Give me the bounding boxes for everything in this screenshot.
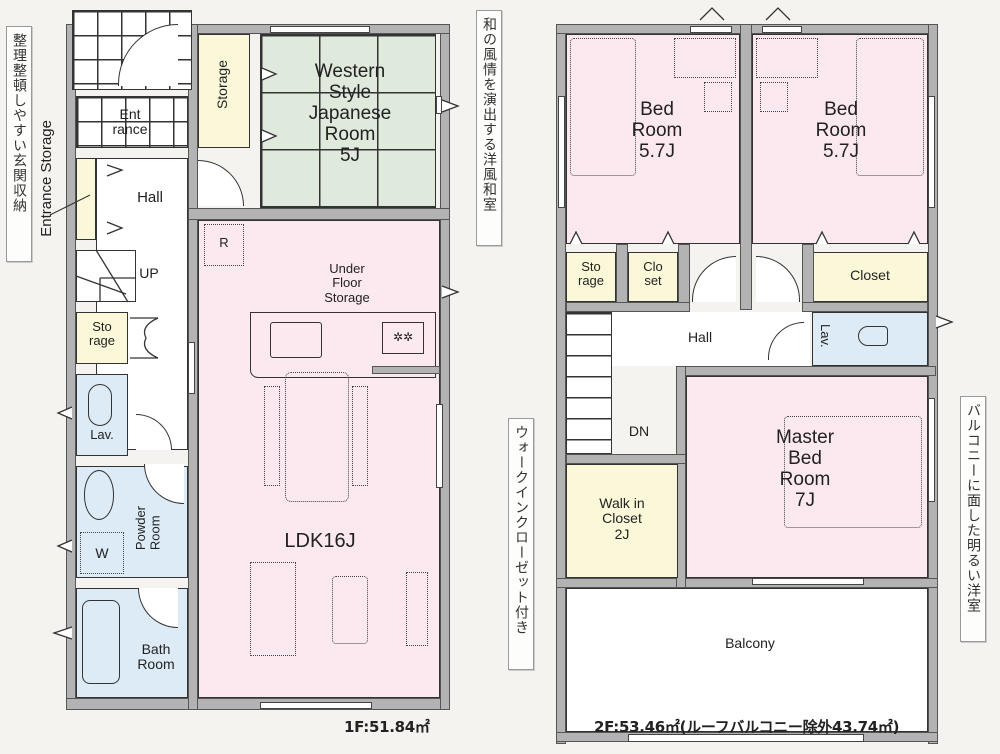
- window: [436, 96, 442, 114]
- master-bed-room: [686, 376, 928, 578]
- up-label: UP: [139, 265, 159, 281]
- lavatory-label: Lav.: [90, 427, 114, 442]
- bed: [784, 416, 922, 528]
- toilet-icon: [88, 384, 112, 426]
- floor-1-area: 1F:51.84㎡: [344, 718, 430, 736]
- entrance-storage: [76, 158, 96, 240]
- ldk-room: [198, 220, 440, 698]
- bed-room-2-label: Bed Room 5.7J: [815, 99, 867, 162]
- closet-small: [628, 252, 678, 302]
- bed-room-1-label: Bed Room 5.7J: [631, 99, 683, 162]
- sink-icon: [84, 470, 114, 520]
- wall: [556, 578, 938, 588]
- hall-2f-label: Hall: [687, 329, 713, 345]
- dining-chairs: [352, 386, 368, 486]
- entrance-storage-callout: 整理整頓しやすい玄関収納: [6, 26, 32, 262]
- balcony: [566, 588, 928, 732]
- lavatory-2f: [812, 312, 928, 366]
- bathtub-icon: [82, 600, 120, 684]
- window: [928, 96, 935, 208]
- master-bed-room-label: Master Bed Room 7J: [775, 427, 835, 511]
- western-japanese-room-label: Western Style Japanese Room 5J: [308, 61, 392, 166]
- storage-2f-label: Sto rage: [577, 259, 605, 289]
- refrigerator-label: R: [219, 235, 229, 250]
- wall: [676, 366, 936, 376]
- walk-in-closet-label: Walk in Closet 2J: [599, 495, 645, 542]
- desk: [674, 38, 736, 78]
- window: [188, 342, 195, 394]
- dining-table: [285, 372, 349, 502]
- japanese-room-callout: 和の風情を演出する洋風和室: [476, 10, 502, 246]
- storage-2f: [566, 252, 616, 302]
- window: [628, 734, 864, 742]
- entrance-floor: [76, 96, 188, 148]
- down-label: DN: [628, 423, 650, 439]
- kitchen-sink-icon: [270, 322, 322, 358]
- wall: [566, 454, 686, 464]
- wall: [188, 208, 450, 220]
- window: [928, 398, 935, 502]
- floor-2-area: 2F:53.46㎡(ルーフバルコニー除外43.74㎡): [594, 718, 900, 736]
- closet-small-label: Clo set: [643, 259, 663, 289]
- sofa: [250, 562, 296, 656]
- storage-top: [198, 34, 250, 148]
- wall: [740, 24, 752, 310]
- lavatory-2f-label: Lav.: [818, 324, 833, 348]
- chair: [760, 82, 788, 112]
- coffee-table: [332, 576, 368, 644]
- walk-in-closet-callout: ウォークインクローゼット付き: [508, 418, 534, 670]
- closet-label: Closet: [850, 267, 890, 283]
- wall: [802, 302, 928, 312]
- ldk-label: LDK16J: [284, 530, 356, 552]
- balcony-label: Balcony: [725, 635, 775, 651]
- bath-room-label: Bath Room: [137, 641, 175, 673]
- toilet-icon: [858, 326, 888, 346]
- hall-label: Hall: [137, 189, 163, 206]
- balcony-room-callout: バルコニーに面した明るい洋室: [960, 396, 986, 642]
- wall: [566, 302, 690, 312]
- window: [558, 96, 565, 208]
- storage-small-label: Sto rage: [88, 319, 116, 349]
- stairs-down[interactable]: [566, 312, 612, 454]
- under-floor-storage-label: Under Floor Storage: [324, 261, 370, 305]
- bed: [856, 38, 924, 176]
- bed-room-1: [566, 34, 740, 244]
- bed: [570, 38, 636, 176]
- chair: [704, 82, 732, 112]
- stove-icon: ✲✲: [382, 322, 424, 354]
- wall: [372, 366, 440, 374]
- wall: [928, 24, 938, 744]
- window: [752, 578, 864, 585]
- refrigerator-space: [204, 224, 244, 266]
- window: [690, 26, 732, 33]
- tv-stand: [406, 572, 428, 646]
- storage-small-1f: [76, 312, 128, 364]
- washer-label: W: [95, 545, 109, 561]
- western-japanese-room: [260, 34, 436, 208]
- window: [270, 26, 370, 33]
- washer-space: [80, 532, 124, 574]
- dining-chairs: [264, 386, 280, 486]
- window: [436, 404, 443, 488]
- desk: [756, 38, 818, 78]
- walk-in-closet: [566, 464, 678, 578]
- window: [762, 26, 802, 33]
- bed-room-2: [752, 34, 928, 244]
- entrance-label: Ent rance: [112, 106, 148, 138]
- window: [260, 702, 372, 709]
